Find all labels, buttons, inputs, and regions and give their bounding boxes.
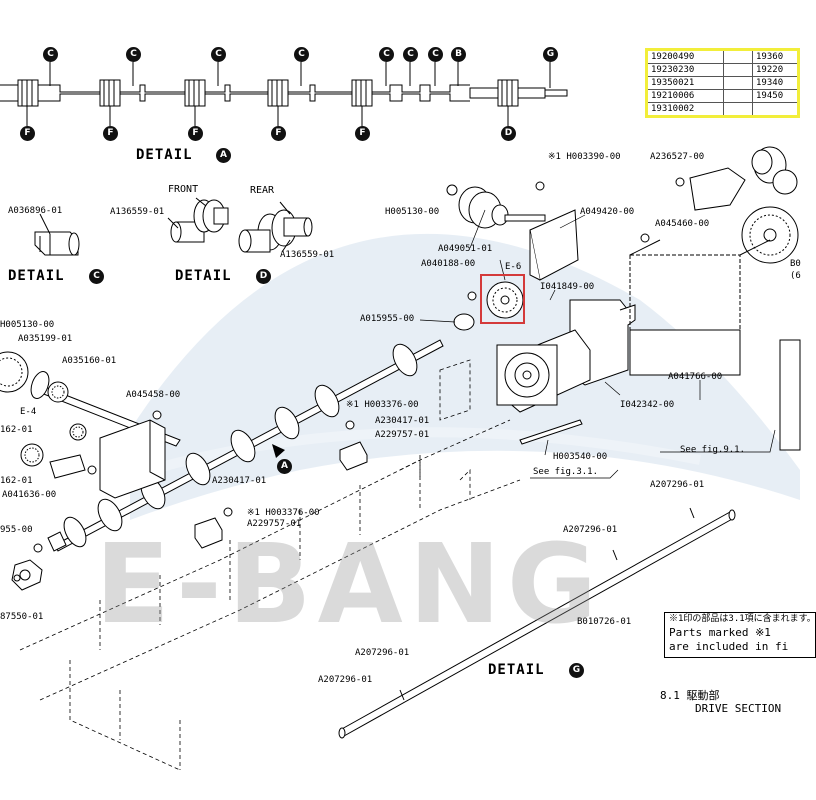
callout-f-1: F <box>20 126 35 141</box>
part-label: A045460-00 <box>655 219 710 229</box>
table-cell <box>723 76 754 90</box>
callout-c-3: C <box>211 47 226 62</box>
table-row: 19310002 <box>645 102 799 117</box>
table-cell: 19220 <box>752 63 799 77</box>
part-label: A036896-01 <box>8 206 63 216</box>
part-label: B0 <box>790 259 801 269</box>
see-fig-9-1-label: See fig.9.1. <box>680 445 746 455</box>
table-cell: 19450 <box>752 89 799 103</box>
table-cell <box>752 102 799 117</box>
part-label: H005130-00 <box>0 320 55 330</box>
part-label: A207296-01 <box>650 480 705 490</box>
part-label: H005130-00 <box>385 207 440 217</box>
detail-d-callout: D <box>256 269 271 284</box>
part-label: 955-00 <box>0 525 33 535</box>
callout-c-2: C <box>126 47 141 62</box>
part-label: 87550-01 <box>0 612 44 622</box>
detail-g-callout: G <box>569 663 584 678</box>
detail-c-title: DETAIL <box>8 268 65 284</box>
part-label: 162-01 <box>0 476 33 486</box>
table-cell <box>723 102 754 117</box>
table-cell <box>723 89 754 103</box>
part-label: A041766-00 <box>668 372 723 382</box>
table-cell: 19310002 <box>645 102 725 117</box>
part-label: A236527-00 <box>650 152 705 162</box>
part-label: A015955-00 <box>360 314 415 324</box>
part-label: ※1 H003376-00 <box>247 508 320 518</box>
part-label: A207296-01 <box>355 648 410 658</box>
detail-a-callout: A <box>216 148 231 163</box>
part-label: A040188-00 <box>421 259 476 269</box>
table-cell: 19340 <box>752 76 799 90</box>
part-label: I041849-00 <box>540 282 595 292</box>
callout-f-5: F <box>355 126 370 141</box>
section-title: DRIVE SECTION <box>695 702 782 715</box>
detail-d-title: DETAIL <box>175 268 232 284</box>
part-label: ※1 H003376-00 <box>346 400 419 410</box>
part-label: 162-01 <box>0 425 33 435</box>
part-label: A045458-00 <box>126 390 181 400</box>
table-cell: 19210006 <box>645 89 725 103</box>
callout-c-7: C <box>428 47 443 62</box>
callout-f-4: F <box>271 126 286 141</box>
arrow-a-callout: A <box>277 459 292 474</box>
callout-c-4: C <box>294 47 309 62</box>
part-label: B010726-01 <box>577 617 632 627</box>
callout-c-5: C <box>379 47 394 62</box>
detail-g-title: DETAIL <box>488 662 545 678</box>
callout-g: G <box>543 47 558 62</box>
table-row: 19350021 19340 <box>645 76 799 90</box>
see-fig-3-1-label: See fig.3.1. <box>533 467 599 477</box>
part-label: A035199-01 <box>18 334 73 344</box>
callout-c-6: C <box>403 47 418 62</box>
part-label: E-6 <box>505 262 522 272</box>
part-label: (6 <box>790 271 801 281</box>
table-cell: 19360 <box>752 49 799 64</box>
section-number: 8.1 駆動部 <box>660 689 720 702</box>
part-label: A136559-01 <box>110 207 165 217</box>
table-cell: 19230230 <box>645 63 725 77</box>
part-label: A041636-00 <box>2 490 57 500</box>
table-row: 19200490 19360 <box>645 49 799 64</box>
part-label: A049420-00 <box>580 207 635 217</box>
part-label: A035160-01 <box>62 356 117 366</box>
part-label: A207296-01 <box>318 675 373 685</box>
part-label: A229757-01 <box>375 430 430 440</box>
callout-f-2: F <box>103 126 118 141</box>
front-label: FRONT <box>168 184 199 195</box>
part-label: E-4 <box>20 407 37 417</box>
part-label: A136559-01 <box>280 250 335 260</box>
note-japanese: ※1印の部品は3.1項に含まれます。 <box>669 614 816 624</box>
callout-b: B <box>451 47 466 62</box>
rear-label: REAR <box>250 185 275 196</box>
watermark-text: E-BANG <box>95 520 604 648</box>
part-label: A230417-01 <box>212 476 267 486</box>
part-label: H003540-00 <box>553 452 608 462</box>
note-english-line-1: Parts marked ※1 <box>669 626 771 639</box>
callout-c-1: C <box>43 47 58 62</box>
callout-d: D <box>501 126 516 141</box>
part-label: A207296-01 <box>563 525 618 535</box>
table-cell: 19200490 <box>645 49 725 64</box>
table-cell <box>723 49 754 64</box>
callout-f-3: F <box>188 126 203 141</box>
part-label: A229757-01 <box>247 519 302 529</box>
parts-note-box <box>664 612 816 658</box>
table-cell <box>723 63 754 77</box>
part-label: I042342-00 <box>620 400 675 410</box>
part-label: A049051-01 <box>438 244 493 254</box>
note-english-line-2: are included in fi <box>669 640 789 653</box>
part-code-table: 19200490 19360 19230230 19220 19350021 1934… <box>645 48 800 118</box>
table-cell: 19350021 <box>645 76 725 90</box>
table-row: 19230230 19220 <box>645 63 799 77</box>
detail-a-title: DETAIL <box>136 147 193 163</box>
table-row: 19210006 19450 <box>645 89 799 103</box>
detail-c-callout: C <box>89 269 104 284</box>
part-label: A230417-01 <box>375 416 430 426</box>
highlighted-part-frame[interactable] <box>480 274 525 324</box>
part-label: ※1 H003390-00 <box>548 152 621 162</box>
